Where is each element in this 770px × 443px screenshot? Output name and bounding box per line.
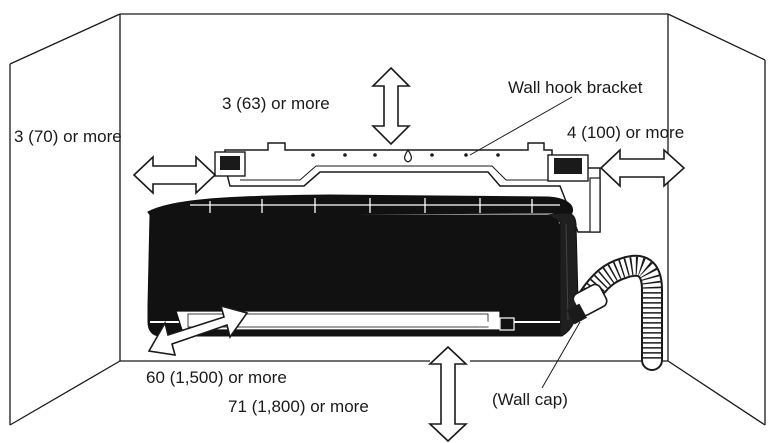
right-clearance-arrow bbox=[599, 148, 686, 188]
bracket-leader-line bbox=[469, 96, 573, 156]
wall-cap-leader-line bbox=[541, 321, 581, 389]
left-clearance-label: 3 (70) or more bbox=[14, 127, 122, 146]
room-right-top-edge bbox=[667, 13, 766, 61]
room-left-floor-edge bbox=[9, 360, 121, 426]
room-right-floor-edge bbox=[667, 360, 766, 426]
room-left-top-edge bbox=[9, 13, 121, 65]
wall-cap bbox=[567, 283, 608, 325]
right-clearance-label: 4 (100) or more bbox=[567, 123, 684, 142]
floor-clearance-arrow bbox=[427, 345, 469, 443]
floor-clearance-label: 71 (1,800) or more bbox=[228, 397, 369, 416]
wall-hook-bracket-label: Wall hook bracket bbox=[508, 78, 643, 97]
left-clearance-arrow bbox=[132, 155, 217, 195]
front-clearance-arrow bbox=[147, 304, 249, 356]
top-clearance-label: 3 (63) or more bbox=[222, 94, 330, 113]
wall-hook-bracket bbox=[214, 142, 601, 233]
clearance-arrows bbox=[132, 66, 686, 443]
top-clearance-arrow bbox=[371, 66, 411, 146]
room-box bbox=[9, 13, 766, 426]
indoor-unit bbox=[147, 194, 579, 337]
front-clearance-label: 60 (1,500) or more bbox=[146, 368, 287, 387]
wall-cap-label: (Wall cap) bbox=[492, 390, 568, 409]
drain-hose bbox=[577, 254, 663, 371]
